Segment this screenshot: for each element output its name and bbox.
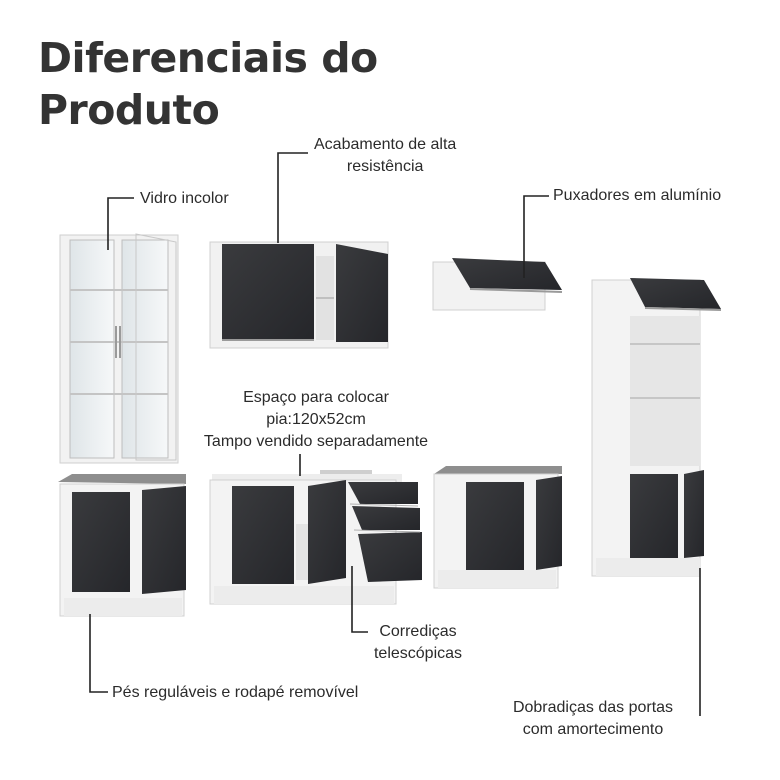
base-cabinet-left: [58, 474, 186, 617]
title-line-1: Diferenciais do: [38, 34, 378, 82]
page-title: Diferenciais do Produto: [38, 32, 378, 136]
acabamento-leader: [277, 152, 308, 243]
espaco-line-3: Tampo vendido separadamente: [203, 433, 429, 450]
oven-tower: [591, 278, 722, 577]
callout-corredicas: Corrediças telescópicas: [366, 621, 470, 665]
upper-cabinet-flip-door: [432, 258, 563, 311]
espaco-line-2: pia:120x52cm: [266, 411, 366, 428]
puxadores-leader: [523, 195, 549, 278]
callout-vidro: Vidro incolor: [140, 190, 229, 207]
dobradicas-line-1: Dobradiças das portas: [512, 699, 674, 716]
callout-lines: [89, 152, 701, 716]
callout-espaco: Espaço para colocar pia:120x52cm Tampo v…: [190, 387, 442, 453]
pes-leader: [89, 614, 108, 693]
corredicas-line-2: telescópicas: [373, 645, 463, 662]
base-cabinet-right: [433, 466, 562, 589]
acabamento-line-1: Acabamento de alta: [314, 136, 457, 153]
corredicas-leader: [351, 566, 368, 633]
dobradicas-line-2: com amortecimento: [522, 721, 664, 738]
callout-puxadores: Puxadores em alumínio: [553, 187, 722, 204]
acabamento-line-2: resistência: [346, 158, 424, 175]
glass-cabinet: [59, 233, 179, 464]
espaco-line-1: Espaço para colocar: [243, 389, 389, 406]
vidro-leader: [107, 197, 134, 250]
callout-acabamento: Acabamento de alta resistência: [314, 134, 456, 178]
callout-pes: Pés reguláveis e rodapé removível: [112, 684, 359, 701]
title-line-2: Produto: [38, 86, 220, 134]
callout-dobradicas: Dobradiças das portas com amortecimento: [498, 697, 688, 741]
upper-cabinet-two-doors: [209, 241, 389, 349]
corredicas-line-1: Corrediças: [379, 623, 457, 640]
sink-base-cabinet: [209, 470, 422, 605]
